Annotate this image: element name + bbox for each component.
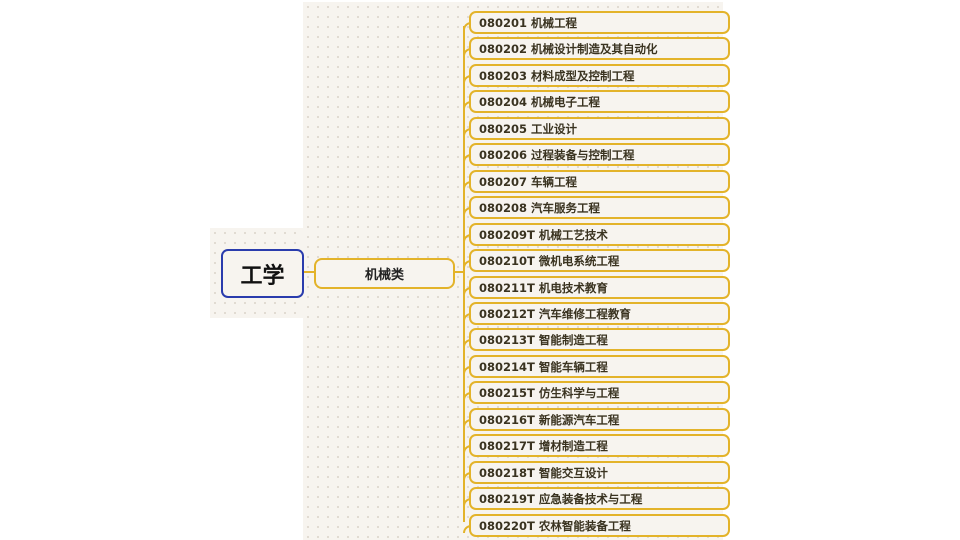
- major-item-label: 080220T 农林智能装备工程: [479, 518, 631, 533]
- major-item-label: 080218T 智能交互设计: [479, 465, 608, 480]
- major-item-label: 080204 机械电子工程: [479, 94, 601, 109]
- major-item-node[interactable]: 080204 机械电子工程: [469, 90, 730, 113]
- major-item-label: 080215T 仿生科学与工程: [479, 385, 620, 400]
- major-item-node[interactable]: 080212T 汽车维修工程教育: [469, 302, 730, 325]
- major-item-node[interactable]: 080219T 应急装备技术与工程: [469, 487, 730, 510]
- branch-connector: [463, 260, 471, 268]
- branch-connector: [463, 101, 471, 109]
- major-item-node[interactable]: 080215T 仿生科学与工程: [469, 381, 730, 404]
- major-item-label: 080211T 机电技术教育: [479, 280, 608, 295]
- branch-connector: [463, 207, 471, 215]
- branch-connector: [463, 181, 471, 189]
- branch-connector: [463, 75, 471, 83]
- major-item-label: 080207 车辆工程: [479, 174, 578, 189]
- major-item-node[interactable]: 080201 机械工程: [469, 11, 730, 34]
- main-branch-node[interactable]: 机械类: [314, 258, 455, 289]
- major-item-node[interactable]: 080205 工业设计: [469, 117, 730, 140]
- major-item-label: 080205 工业设计: [479, 121, 578, 136]
- major-item-node[interactable]: 080203 材料成型及控制工程: [469, 64, 730, 87]
- major-item-node[interactable]: 080206 过程装备与控制工程: [469, 143, 730, 166]
- connector-root-to-branch: [303, 271, 314, 273]
- major-item-node[interactable]: 080211T 机电技术教育: [469, 276, 730, 299]
- branch-connector: [463, 128, 471, 136]
- major-item-label: 080214T 智能车辆工程: [479, 359, 608, 374]
- major-item-node[interactable]: 080216T 新能源汽车工程: [469, 408, 730, 431]
- major-item-node[interactable]: 080220T 农林智能装备工程: [469, 514, 730, 537]
- branch-connector: [463, 392, 471, 400]
- major-item-node[interactable]: 080218T 智能交互设计: [469, 461, 730, 484]
- branch-connector: [463, 313, 471, 321]
- major-item-label: 080203 材料成型及控制工程: [479, 68, 635, 83]
- major-item-label: 080217T 增材制造工程: [479, 438, 608, 453]
- branch-connector: [463, 498, 471, 506]
- branch-connector: [463, 366, 471, 374]
- branch-trunk-line: [463, 26, 465, 522]
- major-item-label: 080210T 微机电系统工程: [479, 253, 620, 268]
- major-item-label: 080216T 新能源汽车工程: [479, 412, 620, 427]
- branch-connector: [463, 22, 471, 30]
- root-node-label: 工学: [240, 263, 285, 289]
- major-item-label: 080201 机械工程: [479, 15, 578, 30]
- branch-connector: [463, 472, 471, 480]
- branch-connector: [463, 445, 471, 453]
- major-item-label: 080212T 汽车维修工程教育: [479, 306, 631, 321]
- major-item-node[interactable]: 080209T 机械工艺技术: [469, 223, 730, 246]
- main-branch-label: 机械类: [364, 268, 404, 283]
- branch-connector: [463, 419, 471, 427]
- major-item-label: 080209T 机械工艺技术: [479, 227, 608, 242]
- major-item-label: 080202 机械设计制造及其自动化: [479, 41, 658, 56]
- root-node[interactable]: 工学: [221, 249, 304, 298]
- major-item-label: 080219T 应急装备技术与工程: [479, 491, 643, 506]
- branch-connector: [463, 287, 471, 295]
- major-item-node[interactable]: 080207 车辆工程: [469, 170, 730, 193]
- major-item-node[interactable]: 080214T 智能车辆工程: [469, 355, 730, 378]
- major-item-label: 080208 汽车服务工程: [479, 200, 601, 215]
- branch-connector: [463, 48, 471, 56]
- connector-branch-to-trunk: [453, 271, 464, 273]
- branch-connector: [463, 234, 471, 242]
- branch-connector: [463, 154, 471, 162]
- major-item-label: 080206 过程装备与控制工程: [479, 147, 635, 162]
- major-item-node[interactable]: 080217T 增材制造工程: [469, 434, 730, 457]
- major-item-node[interactable]: 080213T 智能制造工程: [469, 328, 730, 351]
- branch-connector: [463, 339, 471, 347]
- branch-connector: [463, 525, 471, 533]
- major-item-label: 080213T 智能制造工程: [479, 332, 608, 347]
- major-item-node[interactable]: 080208 汽车服务工程: [469, 196, 730, 219]
- major-item-node[interactable]: 080202 机械设计制造及其自动化: [469, 37, 730, 60]
- major-item-node[interactable]: 080210T 微机电系统工程: [469, 249, 730, 272]
